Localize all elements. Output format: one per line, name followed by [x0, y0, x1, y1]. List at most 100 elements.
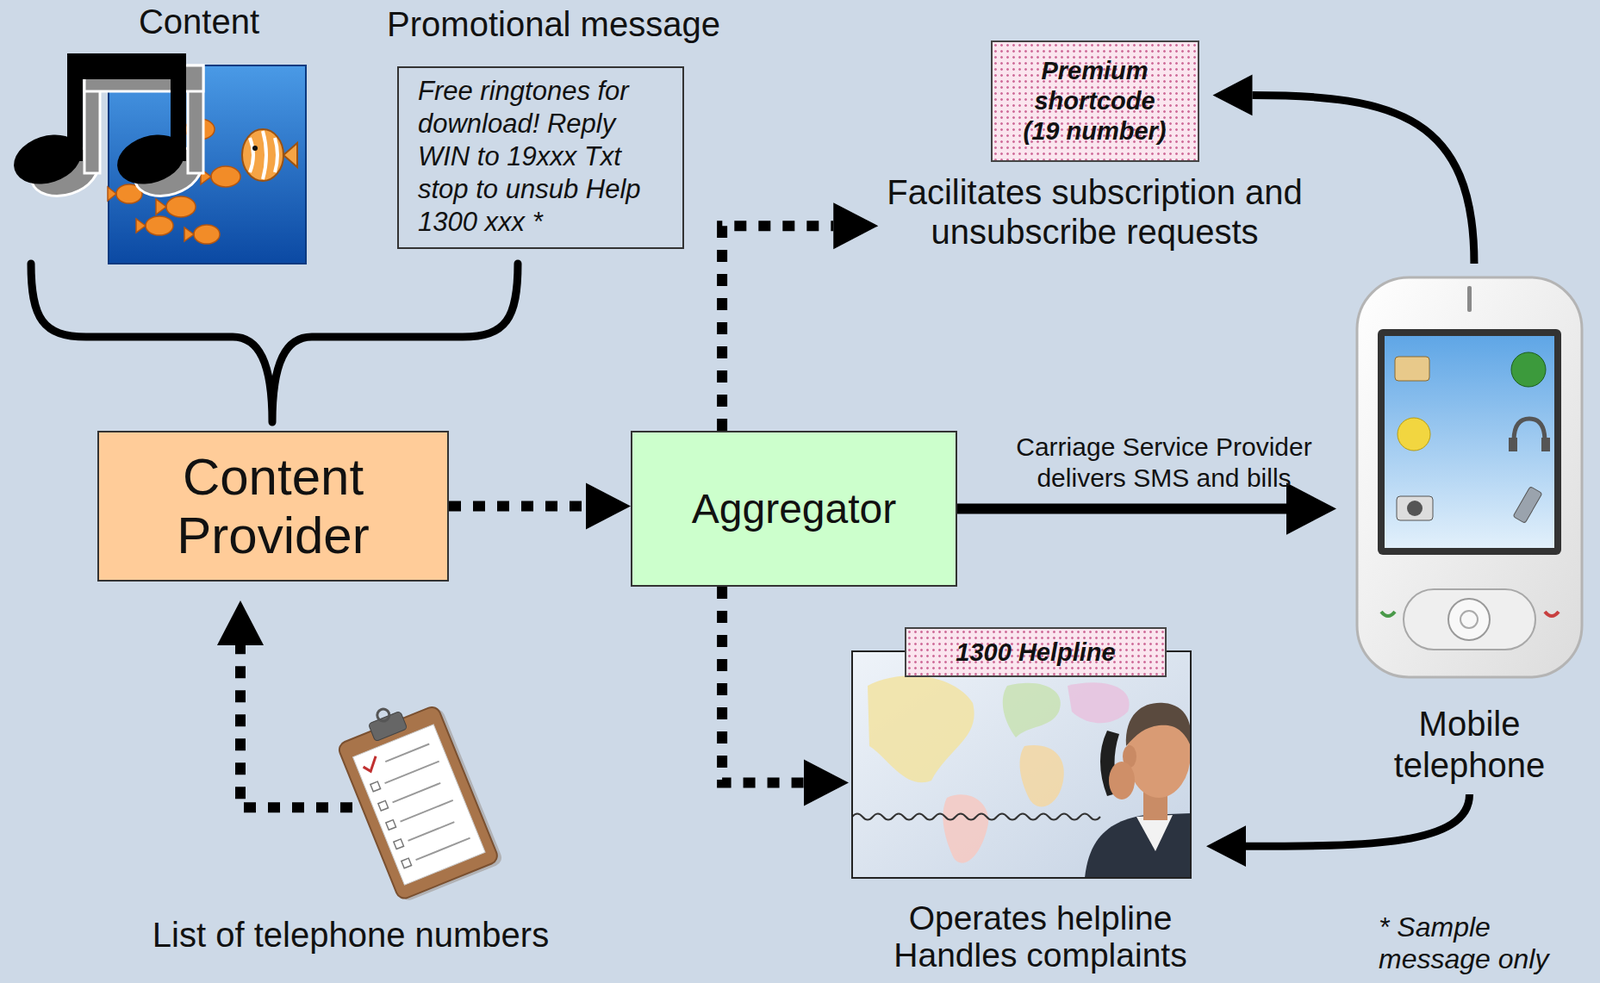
helpline-picture	[852, 651, 1191, 878]
phone-picture	[1541, 437, 1551, 452]
phone-picture	[1377, 329, 1562, 555]
brace	[31, 263, 518, 423]
clipboard-picture	[401, 858, 412, 869]
connector	[448, 482, 631, 530]
phone-picture	[1381, 611, 1395, 617]
dotted-connector	[448, 501, 586, 512]
clipboard-picture	[370, 781, 381, 792]
edge-label: Carriage Service Provider delivers SMS a…	[1000, 431, 1328, 494]
clipboard-picture	[392, 783, 442, 803]
shortcode-box: Premium shortcode (19 number)	[990, 40, 1200, 162]
clipboard-picture	[353, 724, 486, 885]
phone-picture	[1357, 277, 1582, 678]
node-caption: Operates helpline Handles complaints	[871, 899, 1210, 974]
clipboard-picture	[330, 688, 505, 904]
helpline-node: 1300 HelplineOperates helpline Handles c…	[852, 627, 1191, 974]
clipboard-picture	[393, 839, 405, 850]
process-box: Aggregator	[630, 430, 958, 587]
content-picture	[67, 53, 187, 80]
clipboard-picture	[330, 688, 505, 904]
node-caption: Mobile telephone	[1357, 703, 1582, 786]
note-label: Content	[138, 1, 260, 42]
box-title: Content Provider	[109, 448, 437, 566]
connector-line	[957, 504, 1287, 515]
content-picture	[7, 53, 192, 193]
arrowhead	[1213, 74, 1253, 117]
box-heading: Promotional message	[386, 4, 721, 44]
clipboard-picture	[400, 800, 454, 822]
helpline-tab: 1300 Helpline	[904, 627, 1167, 678]
content-picture	[242, 129, 284, 181]
helpline-picture	[852, 814, 1101, 821]
phone-picture	[1512, 486, 1543, 524]
helpline-picture	[1084, 813, 1191, 878]
box-title: Premium shortcode (19 number)	[1018, 56, 1172, 147]
helpline-picture	[942, 794, 989, 863]
clipboard-picture	[385, 761, 440, 784]
helpline-picture	[1002, 683, 1061, 738]
connector	[1206, 794, 1470, 867]
content-picture	[155, 199, 167, 215]
helpline-picture	[852, 651, 1191, 878]
node-caption: Facilitates subscription and unsubscribe…	[872, 172, 1317, 252]
arrowhead	[833, 202, 878, 250]
phone-picture	[1394, 356, 1430, 381]
content-picture	[107, 186, 117, 201]
helpline-picture	[1126, 703, 1192, 747]
phone-picture	[1544, 611, 1559, 617]
phone-picture	[1357, 277, 1582, 678]
connector	[722, 586, 849, 807]
connector-line	[1245, 794, 1470, 847]
arrowhead	[217, 600, 264, 646]
content-picture	[166, 196, 196, 218]
arrowhead	[585, 482, 631, 530]
clipboard-picture	[370, 781, 412, 869]
clipboard-picture	[375, 707, 392, 723]
content-picture	[184, 227, 194, 242]
content-picture	[211, 166, 241, 187]
helpline-picture	[867, 675, 975, 783]
message-box: Promotional messageFree ringtones for do…	[397, 66, 685, 250]
phone-picture	[1460, 610, 1478, 629]
helpline-picture	[852, 651, 1192, 878]
content-picture	[283, 143, 298, 168]
helpline-picture	[1067, 682, 1130, 723]
message-text: Free ringtones for download! Reply WIN t…	[417, 74, 659, 239]
content-picture	[193, 224, 220, 244]
phone-picture	[1403, 589, 1536, 650]
clipboard-picture	[416, 838, 471, 860]
clipboard-picture	[408, 821, 455, 841]
arrowhead	[803, 759, 849, 807]
phone-picture	[1511, 352, 1546, 387]
phone-picture	[1396, 496, 1433, 521]
list-node: List of telephone numbers	[140, 697, 561, 955]
clipboard-picture	[385, 743, 430, 762]
content-picture	[136, 218, 146, 233]
picture-slot	[852, 651, 1191, 878]
arrowhead	[1286, 482, 1337, 535]
phone-node: Mobile telephone	[1351, 270, 1588, 786]
phone-picture	[1467, 286, 1472, 312]
phone-picture	[1513, 418, 1545, 442]
helpline-picture	[1136, 815, 1173, 852]
clipboard-picture	[378, 800, 389, 811]
content-picture	[242, 129, 298, 181]
clipboard-picture	[385, 820, 397, 831]
arrowhead	[1206, 825, 1246, 867]
phone-picture	[1384, 336, 1555, 548]
picture-slot	[1351, 270, 1588, 685]
clipboard-picture	[336, 704, 500, 902]
clipboard-picture	[361, 756, 380, 774]
content-picture	[249, 130, 278, 180]
box-title: Aggregator	[691, 485, 897, 534]
phone-picture	[1448, 598, 1490, 641]
dotted-connector	[240, 645, 353, 808]
phone-picture	[1397, 417, 1431, 451]
helpline-picture	[1020, 745, 1065, 807]
helpline-picture	[1108, 761, 1135, 800]
connector	[722, 202, 878, 431]
note-label: * Sample message only	[1378, 911, 1582, 976]
dotted-connector	[722, 586, 804, 784]
shortcode-node: Premium shortcode (19 number) Facilitates…	[872, 40, 1317, 252]
clipboard-picture	[367, 710, 407, 741]
